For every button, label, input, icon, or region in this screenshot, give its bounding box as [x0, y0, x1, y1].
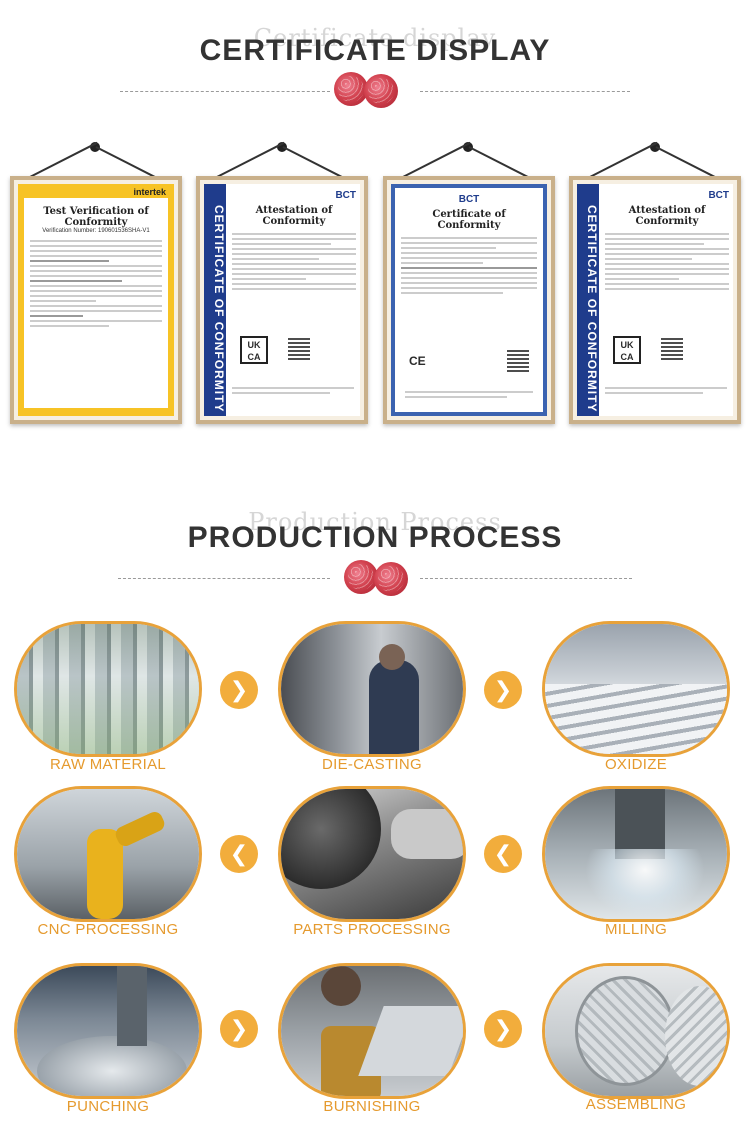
qr-code-icon [288, 338, 310, 360]
arrow-left-icon: ❮ [484, 835, 522, 873]
intertek-logo: intertek [133, 187, 166, 197]
nail-icon [277, 142, 287, 152]
divider-right [420, 578, 632, 579]
divider-left [120, 91, 330, 92]
ukca-mark: UK CA [240, 336, 268, 364]
arrow-right-icon: ❯ [484, 671, 522, 709]
qr-code-icon [661, 338, 683, 360]
step-label: OXIDIZE [604, 756, 668, 773]
step-label: PARTS PROCESSING [293, 921, 451, 938]
meat-patty-icon [334, 72, 404, 108]
divider-right [420, 91, 630, 92]
step-assembling-photo [542, 963, 730, 1099]
step-label: ASSEMBLING [585, 1096, 687, 1113]
certificate-band: CERTIFICATE OF CONFORMITY [204, 184, 226, 416]
step-label: RAW MATERIAL [49, 756, 167, 773]
step-label: CNC PROCESSING [37, 921, 179, 938]
arrow-right-icon: ❯ [220, 1010, 258, 1048]
certificate-section-title: CERTIFICATE DISPLAY [199, 34, 551, 67]
step-raw-material-photo [14, 621, 202, 757]
step-parts-processing-photo [278, 786, 466, 922]
meat-patty-icon [344, 560, 414, 596]
arrow-right-icon: ❯ [220, 671, 258, 709]
step-label: BURNISHING [323, 1098, 421, 1115]
nail-icon [463, 142, 473, 152]
step-die-casting-photo [278, 621, 466, 757]
process-section-title: PRODUCTION PROCESS [187, 521, 563, 554]
step-cnc-processing-photo [14, 786, 202, 922]
certificate-4-title: Attestation of Conformity [628, 205, 706, 227]
step-label: MILLING [604, 921, 668, 938]
step-milling-photo [542, 786, 730, 922]
nail-icon [90, 142, 100, 152]
nail-icon [650, 142, 660, 152]
certificate-ghost-title: Certificate display [253, 24, 497, 52]
step-punching-photo [14, 963, 202, 1099]
certificate-band: CERTIFICATE OF CONFORMITY [577, 184, 599, 416]
ce-mark: CE [409, 354, 426, 368]
ukca-mark: UK CA [613, 336, 641, 364]
certificate-1-subtitle: Verification Number: 190601536SHA-V1 [42, 228, 150, 234]
step-oxidize-photo [542, 621, 730, 757]
process-ghost-title: Production Process [248, 508, 502, 536]
step-label: DIE-CASTING [322, 756, 422, 773]
bct-logo: BCT [335, 190, 356, 201]
certificate-1-title: Test Verification of Conformity [43, 206, 149, 228]
bct-logo: BCT [708, 190, 729, 201]
qr-code-icon [507, 350, 529, 372]
step-label: PUNCHING [66, 1098, 150, 1115]
arrow-left-icon: ❮ [220, 835, 258, 873]
divider-left [118, 578, 330, 579]
certificate-3-title: Certificate of Conformity [432, 209, 506, 231]
certificate-2-title: Attestation of Conformity [255, 205, 333, 227]
step-burnishing-photo [278, 963, 466, 1099]
arrow-right-icon: ❯ [484, 1010, 522, 1048]
bct-logo: BCT [458, 194, 480, 205]
